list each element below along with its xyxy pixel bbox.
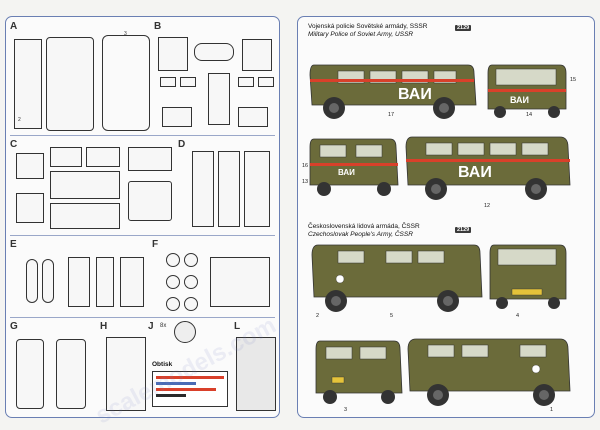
sprue-part <box>238 107 268 127</box>
callout-15: 15 <box>570 77 577 83</box>
soviet-kit-badge: 2129 <box>455 25 472 31</box>
svg-text:ВАИ: ВАИ <box>510 95 529 105</box>
svg-text:ВАИ: ВАИ <box>398 86 432 103</box>
sprue-label-b: B <box>154 21 162 32</box>
sprue-part <box>194 43 234 61</box>
sprue-part <box>244 151 270 227</box>
sprue-label-a: A <box>10 21 18 32</box>
markings-sheet: ВАИ ВАИ ВАИ ВАИ <box>297 16 595 418</box>
sprue-wheel <box>184 275 198 289</box>
callout-13: 13 <box>302 179 309 185</box>
soviet-side-view-right: ВАИ <box>405 136 571 200</box>
sprue-label-l: L <box>234 321 241 332</box>
callout-14: 14 <box>526 112 533 118</box>
sprue-part <box>50 147 82 167</box>
callout-12: 12 <box>484 203 491 209</box>
sprue-part <box>238 77 254 87</box>
callout-1: 1 <box>550 407 554 413</box>
sprue-label-j: J <box>148 321 154 332</box>
sprue-part <box>50 203 120 229</box>
callout-4: 4 <box>516 313 520 319</box>
sprue-wheel <box>174 321 196 343</box>
svg-text:ВАИ: ВАИ <box>458 164 492 181</box>
sprue-part <box>96 257 114 307</box>
sprue-part <box>242 39 272 71</box>
decal-sheet-label: Obtisk <box>152 361 173 368</box>
sprue-part <box>56 339 86 409</box>
czech-title: Československá lidová armáda, ČSSR Czech… <box>308 223 420 239</box>
decal-sheet <box>152 371 228 407</box>
sprue-label-e: E <box>10 239 17 250</box>
soviet-side-view: ВАИ <box>309 64 477 119</box>
svg-text:ВАИ: ВАИ <box>338 168 355 177</box>
sprue-label-g: G <box>10 321 18 332</box>
sprue-part <box>16 153 44 179</box>
czech-title-en: Czechoslovak People's Army, ČSSR <box>308 231 413 238</box>
sprue-part <box>26 259 38 303</box>
sprue-wheel <box>166 297 180 311</box>
part-number: 2 <box>18 117 21 123</box>
soviet-title-en: Military Police of Soviet Army, USSR <box>308 31 414 38</box>
sprue-part <box>14 39 42 129</box>
sprue-part <box>106 337 146 411</box>
sprue-part <box>210 257 270 307</box>
czech-kit-badge: 2129 <box>455 227 472 233</box>
sprue-label-d: D <box>178 139 186 150</box>
sprue-part <box>208 73 230 125</box>
sprue-part <box>102 35 150 131</box>
sprue-part <box>68 257 90 307</box>
sprue-wheel <box>166 253 180 267</box>
sprue-part <box>16 339 44 409</box>
sprue-label-f: F <box>152 239 159 250</box>
parts-sheet: A 3 2 B C D E F G H J 8x <box>5 16 281 429</box>
divider <box>10 135 275 136</box>
divider <box>10 235 275 236</box>
sprue-wheel <box>184 253 198 267</box>
czech-side-view <box>311 244 483 312</box>
sprue-part <box>158 37 188 71</box>
soviet-front-view: ВАИ <box>487 64 567 118</box>
sprue-part <box>16 193 44 223</box>
photo-etch-fret <box>236 337 276 411</box>
czech-rear-view <box>315 340 403 404</box>
sprue-part <box>50 171 120 199</box>
soviet-title-cz: Vojenská policie Sovětské armády, SSSR <box>308 23 428 30</box>
callout-16: 16 <box>302 163 309 169</box>
sprue-part <box>162 107 192 127</box>
vehicle-drawings: ВАИ ВАИ ВАИ ВАИ <box>309 64 571 406</box>
sprue-part <box>42 259 54 303</box>
soviet-rear-view: ВАИ <box>309 138 399 196</box>
callout-3: 3 <box>344 407 348 413</box>
sprue-wheel <box>166 275 180 289</box>
czech-front-view <box>489 244 567 309</box>
sprue-part <box>86 147 120 167</box>
callout-2: 2 <box>316 313 320 319</box>
czech-title-cz: Československá lidová armáda, ČSSR <box>308 223 420 230</box>
sprue-label-h: H <box>100 321 108 332</box>
sprue-part <box>258 77 274 87</box>
sprue-part <box>192 151 214 227</box>
sprue-part <box>120 257 144 307</box>
sprue-part <box>46 37 94 131</box>
callout-17: 17 <box>388 112 395 118</box>
sprue-part <box>218 151 240 227</box>
callout-5: 5 <box>390 313 394 319</box>
soviet-title: Vojenská policie Sovětské armády, SSSR M… <box>308 23 427 39</box>
sprue-wheel <box>184 297 198 311</box>
sprue-count: 8x <box>160 323 167 329</box>
sprue-part <box>128 181 172 221</box>
sprue-part <box>180 77 196 87</box>
sprue-label-c: C <box>10 139 18 150</box>
sprue-part <box>128 147 172 171</box>
czech-side-view-right <box>407 338 571 406</box>
sprue-part <box>160 77 176 87</box>
part-number: 3 <box>124 31 127 37</box>
divider <box>10 317 275 318</box>
